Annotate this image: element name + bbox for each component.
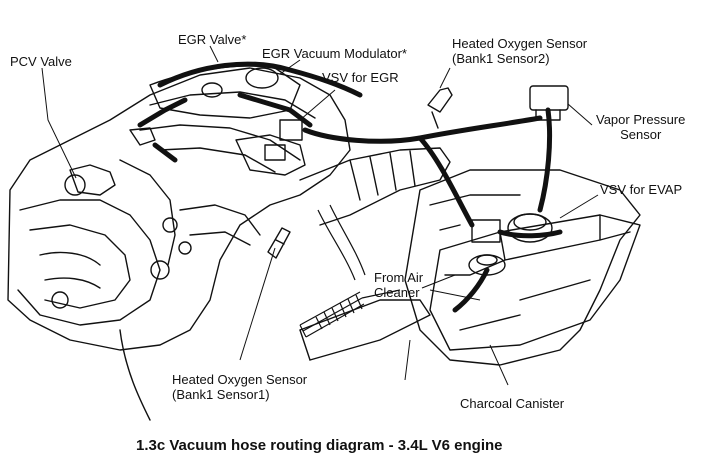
label-heated-o2-bank1-sensor2-line2: (Bank1 Sensor2)	[452, 51, 550, 66]
label-vsv-for-egr: VSV for EGR	[322, 70, 399, 85]
label-egr-valve: EGR Valve*	[178, 32, 247, 47]
label-pcv-valve: PCV Valve	[10, 54, 72, 69]
label-charcoal-canister: Charcoal Canister	[460, 396, 565, 411]
vacuum-hoses	[137, 61, 563, 313]
label-heated-o2-bank1-sensor2: Heated Oxygen Sensor (Bank1 Sensor2)	[452, 36, 587, 66]
label-vapor-pressure-sensor: Vapor Pressure Sensor	[596, 112, 685, 142]
label-vsv-for-evap: VSV for EVAP	[600, 182, 683, 197]
label-vapor-pressure-sensor-line2: Sensor	[620, 127, 662, 142]
label-heated-o2-bank1-sensor1-line1: Heated Oxygen Sensor	[172, 372, 308, 387]
label-from-air-cleaner: From Air Cleaner	[374, 270, 423, 300]
exhaust-pipe	[299, 147, 451, 226]
figure-caption: 1.3c Vacuum hose routing diagram - 3.4L …	[136, 437, 503, 454]
body-panel	[404, 169, 641, 366]
label-heated-o2-bank1-sensor1-line2: (Bank1 Sensor1)	[172, 387, 270, 402]
label-heated-o2-bank1-sensor1: Heated Oxygen Sensor (Bank1 Sensor1)	[172, 372, 307, 402]
label-egr-vacuum-modulator: EGR Vacuum Modulator*	[262, 46, 407, 61]
label-vapor-pressure-sensor-line1: Vapor Pressure	[596, 112, 686, 127]
label-from-air-cleaner-line1: From Air	[374, 270, 424, 285]
air-cleaner-hose	[299, 204, 401, 338]
label-from-air-cleaner-line2: Cleaner	[374, 285, 420, 300]
engine-block-outline	[7, 67, 351, 351]
label-heated-o2-bank1-sensor2-line1: Heated Oxygen Sensor	[452, 36, 588, 51]
leader-lines	[41, 45, 599, 386]
charcoal-canister	[429, 214, 641, 351]
